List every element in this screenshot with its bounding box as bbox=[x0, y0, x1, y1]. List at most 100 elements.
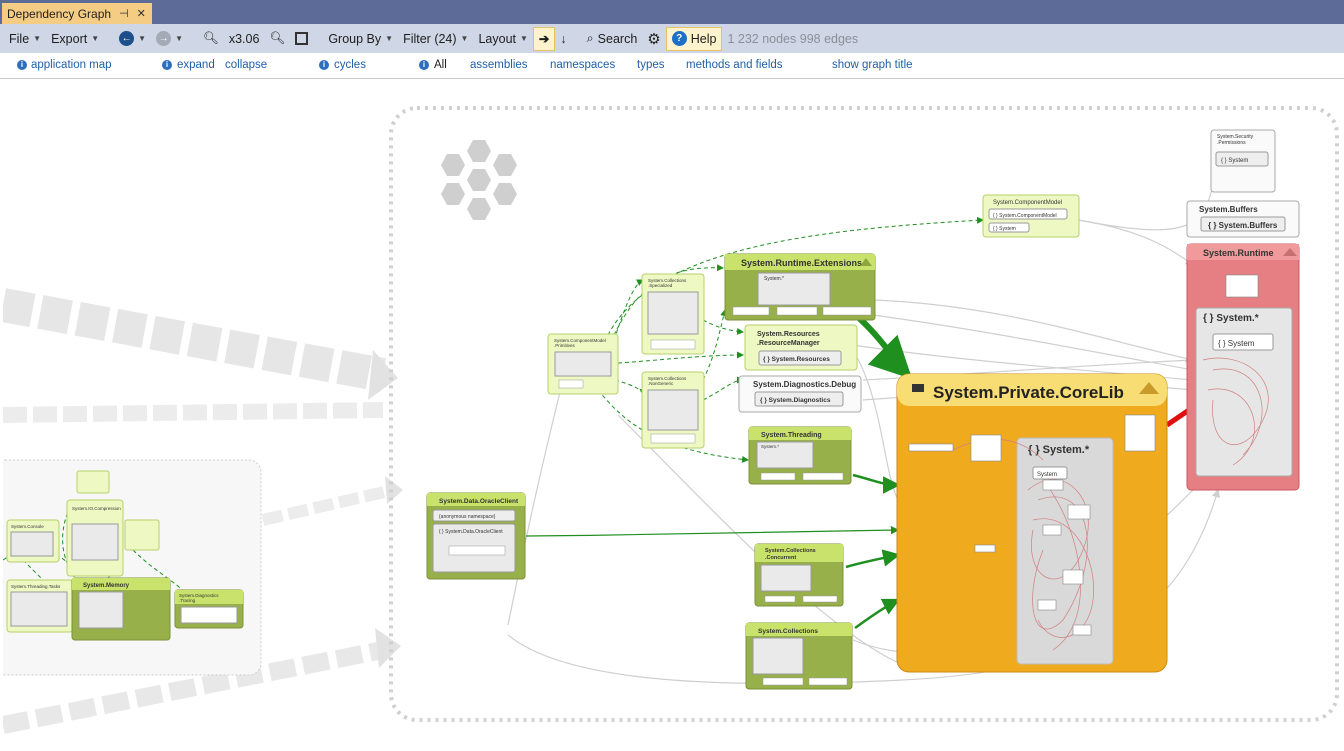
node-diagnostics-tracing[interactable]: System.Diagnostics .Tracing bbox=[174, 589, 244, 629]
console-title: System.Console bbox=[11, 524, 44, 529]
back-button[interactable]: ←▼ bbox=[114, 27, 151, 51]
graph-canvas[interactable]: System.Private.CoreLib { } System.* Syst… bbox=[3, 80, 1344, 751]
chevron-down-icon: ▼ bbox=[460, 34, 469, 43]
node-runtime[interactable]: System.Runtime { } System.* { } System bbox=[1186, 243, 1300, 491]
fit-to-screen-button[interactable] bbox=[290, 27, 313, 51]
tracing-title-1: System.Diagnostics bbox=[179, 593, 219, 598]
corelib-title: System.Private.CoreLib bbox=[933, 383, 1124, 402]
forward-button[interactable]: →▼ bbox=[151, 27, 188, 51]
help-label: Help bbox=[690, 31, 717, 46]
node-buffers[interactable]: System.Buffers { } System.Buffers bbox=[1186, 200, 1300, 238]
chevron-down-icon: ▼ bbox=[175, 34, 183, 43]
methods-and-fields-link[interactable]: methods and fields bbox=[686, 59, 783, 71]
chevron-down-icon: ▼ bbox=[138, 34, 147, 43]
types-link[interactable]: types bbox=[637, 59, 665, 71]
concurrent-title-1: System.Collections bbox=[765, 548, 816, 554]
export-menu[interactable]: Export▼ bbox=[46, 27, 104, 51]
node-component-model-primitives[interactable]: System.ComponentModel .Primitives bbox=[547, 333, 619, 395]
node-collections[interactable]: System.Collections bbox=[745, 622, 853, 690]
node-oracle-client[interactable]: System.Data.OracleClient {anonymous name… bbox=[426, 492, 526, 580]
node-console[interactable]: System.Console bbox=[6, 519, 60, 563]
resources-namespace-label: { } System.Resources bbox=[763, 356, 830, 363]
node-threading[interactable]: System.Threading System.* bbox=[748, 426, 852, 485]
security-title-1: System.Security bbox=[1217, 134, 1254, 140]
collapse-arrow-icon[interactable] bbox=[860, 258, 872, 266]
info-icon: i bbox=[319, 60, 329, 70]
chevron-down-icon: ▼ bbox=[91, 34, 100, 43]
namespaces-link[interactable]: namespaces bbox=[550, 59, 616, 71]
document-tab[interactable]: Dependency Graph ⊣ ✕ bbox=[2, 3, 152, 24]
node-security-permissions[interactable]: System.Security .Permissions { } System bbox=[1210, 129, 1276, 193]
resources-title-1: System.Resources bbox=[757, 331, 820, 338]
concurrent-title-2: .Concurrent bbox=[765, 555, 796, 561]
node-corelib[interactable]: System.Private.CoreLib { } System.* Syst… bbox=[896, 373, 1168, 673]
dependency-graph[interactable]: System.Private.CoreLib { } System.* Syst… bbox=[3, 80, 1344, 751]
zoom-out-icon: 🔍︎ bbox=[269, 31, 286, 45]
diagnostics-debug-title: System.Diagnostics.Debug bbox=[753, 380, 856, 389]
runtime-ext-namespace-label: System.* bbox=[764, 276, 784, 282]
node-memory[interactable]: System.Memory bbox=[71, 577, 171, 641]
component-model-ns-label: { } System.ComponentModel bbox=[993, 213, 1057, 219]
zoom-in-button[interactable]: 🔍︎ bbox=[198, 27, 224, 51]
corelib-namespace-label: { } System.* bbox=[1028, 444, 1090, 456]
node-resources-manager[interactable]: System.Resources .ResourceManager { } Sy… bbox=[744, 324, 858, 371]
green-solid-edges bbox=[525, 315, 913, 630]
gear-icon: ⚙ bbox=[647, 30, 661, 48]
fit-screen-icon bbox=[295, 32, 309, 45]
file-label: File bbox=[9, 31, 30, 46]
link-bar: i application map i expand collapse i cy… bbox=[0, 53, 1344, 79]
node-io-compression[interactable]: System.IO.Compression bbox=[66, 499, 124, 577]
security-namespace-label: { } System bbox=[1221, 158, 1248, 164]
chevron-down-icon: ▼ bbox=[385, 34, 394, 43]
all-label[interactable]: All bbox=[434, 59, 447, 71]
buffers-namespace-label: { } System.Buffers bbox=[1208, 221, 1278, 230]
node-threading-tasks[interactable]: System.Threading.Tasks bbox=[6, 579, 74, 633]
runtime-namespace-label: { } System.* bbox=[1203, 313, 1259, 324]
pin-icon[interactable]: ⊣ bbox=[119, 8, 129, 20]
export-label: Export bbox=[51, 31, 88, 46]
layout-down-button[interactable]: ↓ bbox=[555, 27, 571, 51]
back-arrow-icon: ← bbox=[119, 31, 135, 46]
node-diagnostics-debug[interactable]: System.Diagnostics.Debug { } System.Diag… bbox=[738, 375, 862, 413]
node-component-model[interactable]: System.ComponentModel { } System.Compone… bbox=[982, 194, 1080, 238]
collapse-arrow-icon[interactable] bbox=[1139, 382, 1159, 394]
show-graph-title-link[interactable]: show graph title bbox=[832, 59, 913, 71]
application-map-link[interactable]: application map bbox=[31, 59, 112, 71]
node-collections-specialized[interactable]: System.Collections .Specialized bbox=[641, 273, 705, 355]
oracle-client-title: System.Data.OracleClient bbox=[439, 498, 519, 505]
settings-button[interactable]: ⚙ bbox=[642, 27, 665, 51]
specialized-title-1: System.Collections bbox=[648, 278, 687, 283]
node-left-small-2[interactable] bbox=[124, 519, 160, 551]
zoom-out-button[interactable]: 🔍︎ bbox=[264, 27, 290, 51]
expand-link[interactable]: expand bbox=[177, 59, 215, 71]
search-button[interactable]: ⌕Search bbox=[582, 27, 643, 51]
incoming-edges bbox=[3, 288, 403, 734]
runtime-extensions-title: System.Runtime.Extensions bbox=[741, 258, 862, 268]
filter-menu[interactable]: Filter (24)▼ bbox=[398, 27, 473, 51]
nongeneric-title-2: .NonGeneric bbox=[648, 381, 674, 386]
help-button[interactable]: ?Help bbox=[665, 26, 723, 51]
left-cluster[interactable] bbox=[3, 459, 262, 676]
layout-right-button[interactable]: ➔ bbox=[532, 26, 556, 51]
arrow-right-icon: ➔ bbox=[538, 32, 550, 46]
file-menu[interactable]: File▼ bbox=[4, 27, 46, 51]
node-left-small[interactable] bbox=[76, 470, 110, 494]
close-icon[interactable]: ✕ bbox=[136, 8, 146, 20]
component-model-title: System.ComponentModel bbox=[993, 200, 1062, 206]
assemblies-link[interactable]: assemblies bbox=[470, 59, 528, 71]
tab-title: Dependency Graph bbox=[7, 6, 112, 21]
collapse-link[interactable]: collapse bbox=[225, 59, 268, 71]
collapse-arrow-icon[interactable] bbox=[1283, 248, 1297, 256]
info-icon: i bbox=[17, 60, 27, 70]
cycles-link[interactable]: cycles bbox=[334, 59, 366, 71]
memory-title: System.Memory bbox=[83, 583, 130, 589]
node-collections-nongeneric[interactable]: System.Collections .NonGeneric bbox=[641, 371, 705, 449]
node-runtime-extensions[interactable]: System.Runtime.Extensions System.* bbox=[724, 253, 876, 321]
layout-menu[interactable]: Layout▼ bbox=[473, 27, 532, 51]
group-by-menu[interactable]: Group By▼ bbox=[323, 27, 398, 51]
threading-title: System.Threading bbox=[761, 432, 822, 439]
node-collections-concurrent[interactable]: System.Collections .Concurrent bbox=[754, 543, 844, 607]
resources-title-2: .ResourceManager bbox=[757, 340, 820, 347]
threading-tasks-title: System.Threading.Tasks bbox=[11, 584, 61, 589]
search-label: Search bbox=[597, 31, 638, 46]
